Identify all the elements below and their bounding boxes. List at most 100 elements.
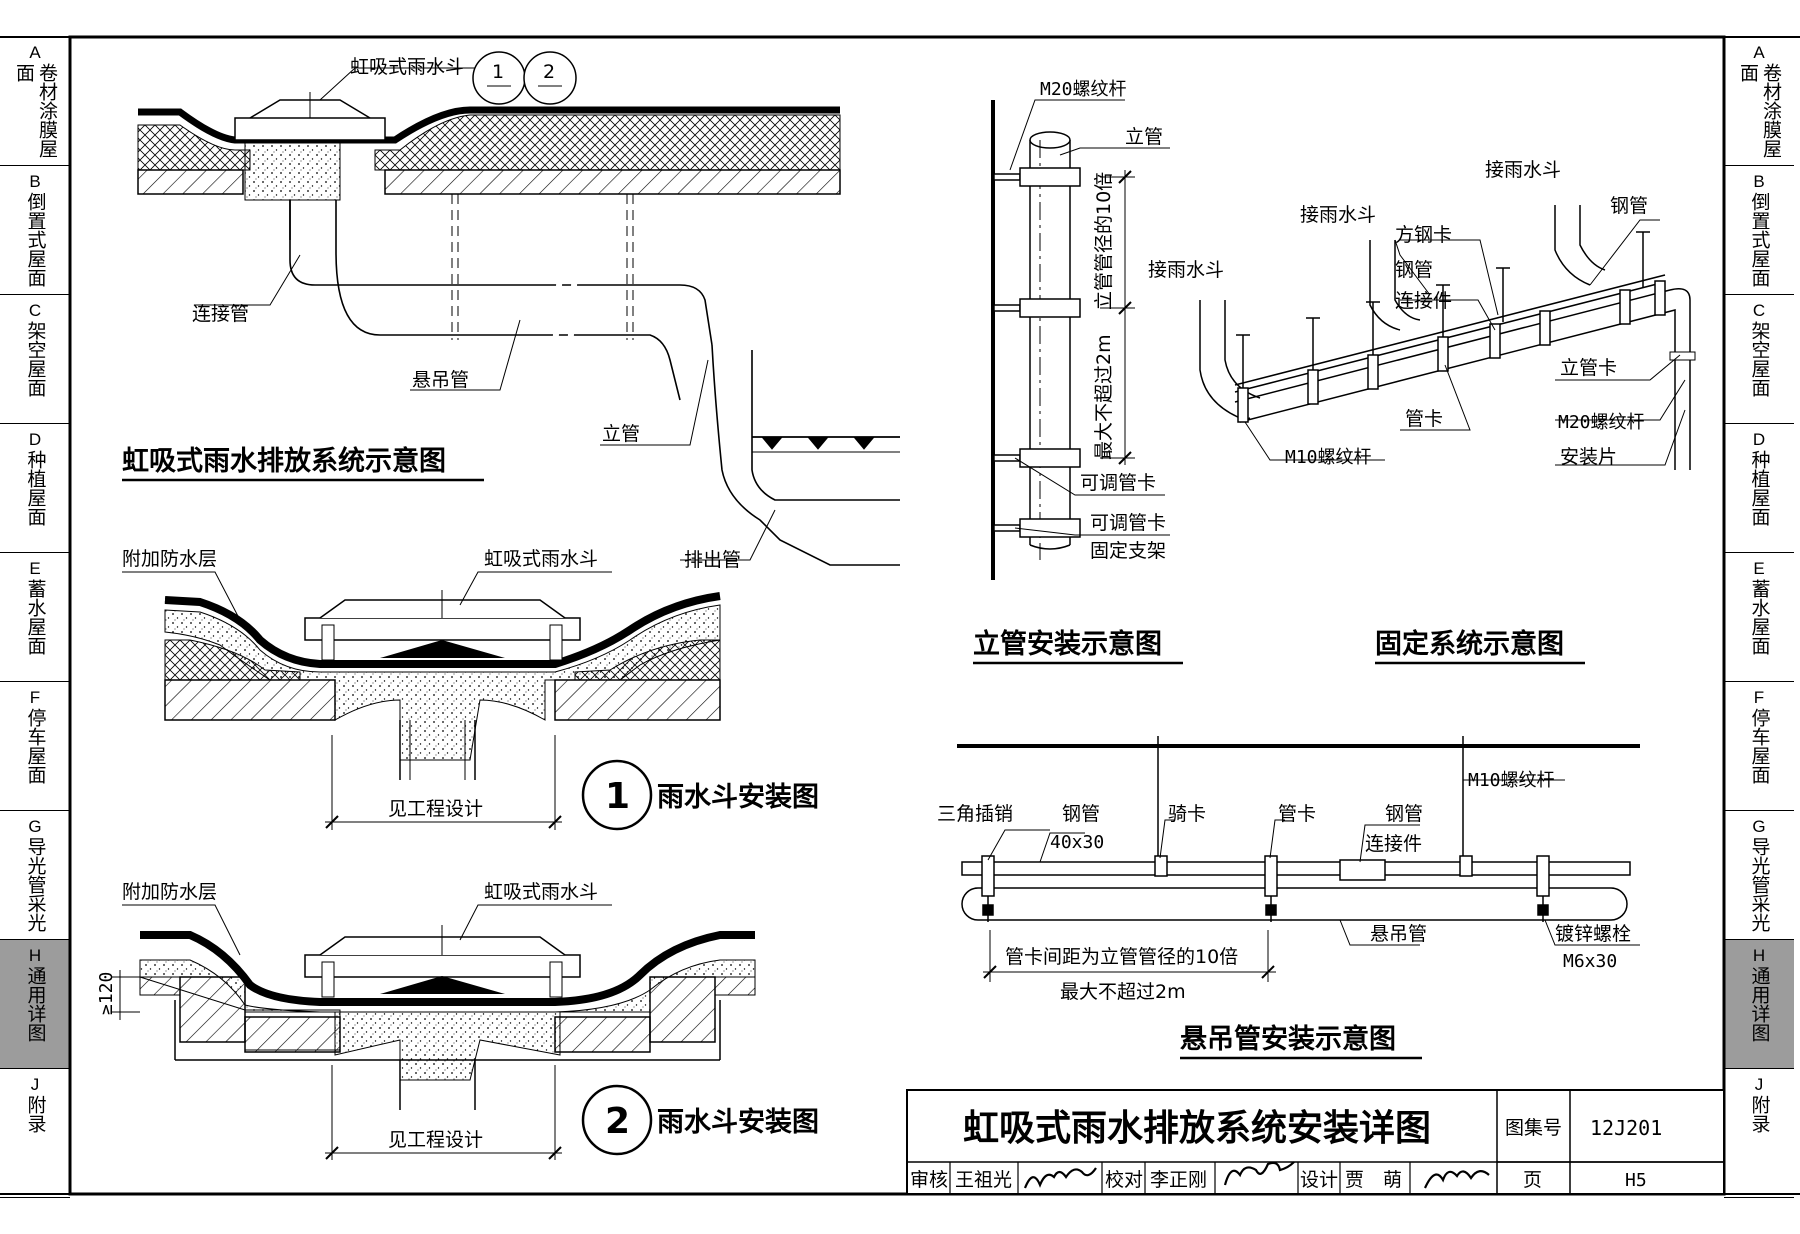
section-tab-label: 倒置式屋面 <box>1748 192 1771 287</box>
section-tab-code: C <box>1752 301 1766 320</box>
hanger-connector-label: 连接件 <box>1365 833 1422 855</box>
riser-diagram-title: 立管安装示意图 <box>973 628 1162 660</box>
atlas-number: 12J201 <box>1590 1116 1662 1140</box>
section-tab-code: D <box>28 430 42 449</box>
section-tab-code: J <box>30 1075 40 1094</box>
section-tab-code: E <box>29 559 41 578</box>
riser-rod-label: M20螺纹杆 <box>1040 79 1127 100</box>
checker-name: 李正刚 <box>1150 1169 1207 1191</box>
check-label: 校对 <box>1105 1169 1143 1191</box>
section-tab-code: B <box>29 172 41 191</box>
fixed-bracket-label: 固定支架 <box>1090 540 1166 562</box>
sheet-frame <box>68 35 1726 1196</box>
fix-drain-b-label: 接雨水斗 <box>1300 204 1376 226</box>
section-tab-code: G <box>28 817 42 836</box>
reviewer-name: 王祖光 <box>955 1169 1012 1191</box>
fix-connector-label: 连接件 <box>1395 290 1452 312</box>
hanger-spacing-lower: 最大不超过2m <box>1060 981 1186 1003</box>
section-tab-label: 导光管采光 <box>1748 837 1771 932</box>
ref-2: 2 <box>543 61 555 83</box>
fix-steel-pipe2-label: 钢管 <box>1610 195 1648 217</box>
fix-m10-rod-label: M10螺纹杆 <box>1285 447 1372 468</box>
bolt-size-label: M6x30 <box>1563 951 1617 972</box>
d1-siphon-drain-label: 虹吸式雨水斗 <box>484 548 598 570</box>
section-tab-code: H <box>28 946 42 965</box>
section-tab-code: F <box>1753 688 1765 707</box>
hanger-steel-pipe2-label: 钢管 <box>1385 803 1423 825</box>
system-diagram-title: 虹吸式雨水排放系统示意图 <box>122 445 446 477</box>
steel-pipe-size-label: 40x30 <box>1050 832 1104 853</box>
hanger-spacing-upper: 管卡间距为立管管径的10倍 <box>1005 946 1238 968</box>
review-label: 审核 <box>910 1169 948 1191</box>
d2-see-design-label: 见工程设计 <box>388 1129 483 1151</box>
hanger-diagram-title: 悬吊管安装示意图 <box>1180 1023 1396 1055</box>
section-tab-label: 停车屋面 <box>24 708 47 784</box>
title-block: 虹吸式雨水排放系统安装详图 图集号 12J201 审核 王祖光 校对 李正刚 设… <box>906 1089 1725 1195</box>
section-tab-label: 蓄水屋面 <box>24 579 47 655</box>
page-number: H5 <box>1625 1170 1647 1191</box>
hanger-steel-pipe-label: 钢管 <box>1062 803 1100 825</box>
d2-min-depth-label: ≥120 <box>96 972 117 1015</box>
section-tab-label: 种植屋面 <box>24 450 47 526</box>
riser-spacing-upper: 立管管径的10倍 <box>1093 172 1115 310</box>
section-tab-label: 架空屋面 <box>24 321 47 397</box>
designer-name: 贾 萌 <box>1345 1169 1402 1191</box>
ref-1: 1 <box>492 61 504 83</box>
reviewer-signature <box>1023 1167 1097 1189</box>
adjustable-clamp-label: 可调管卡 <box>1080 472 1156 494</box>
drawing-title: 虹吸式雨水排放系统安装详图 <box>963 1108 1431 1149</box>
section-tab-label: 倒置式屋面 <box>24 192 47 287</box>
section-tab-label: 导光管采光 <box>24 837 47 932</box>
drain-detail-1: 附加防水层 虹吸式雨水斗 见工程设计 1 雨水斗安装图 <box>122 548 819 831</box>
fixing-diagram-title: 固定系统示意图 <box>1375 628 1564 660</box>
riser-label: 立管 <box>602 423 640 445</box>
page-label: 页 <box>1523 1169 1542 1191</box>
riser-spacing-lower: 最大不超过2m <box>1093 334 1115 460</box>
mount-plate-label: 安装片 <box>1560 446 1617 468</box>
siphon-system-diagram: 虹吸式雨水斗 1 2 连接管 悬吊管 立管 排出管 虹吸式雨水排放系统示意图 <box>122 51 900 571</box>
designer-signature <box>1423 1170 1490 1189</box>
fix-pipe-clamp-label: 管卡 <box>1405 408 1443 430</box>
hanger-hanging-pipe-label: 悬吊管 <box>1370 923 1427 945</box>
riser-install-diagram: 立管管径的10倍 最大不超过2m M20螺纹杆 立管 可调管卡 可调管卡 固定支… <box>973 79 1183 665</box>
detail-2-caption: 雨水斗安装图 <box>657 1107 819 1138</box>
section-tab-label: 通用详图 <box>1748 966 1771 1042</box>
section-tab-code: D <box>1752 430 1766 449</box>
saddle-clamp-label: 骑卡 <box>1168 803 1206 825</box>
drain-detail-2: ≥120 附加防水层 虹吸式雨水斗 见工程设计 2 雨水斗安装图 <box>96 881 819 1160</box>
section-tab-code: A <box>29 43 41 62</box>
section-tab-label: 架空屋面 <box>1748 321 1771 397</box>
section-tab-code: A <box>1753 43 1765 62</box>
section-tab-code: B <box>1753 172 1765 191</box>
detail-1-number: 1 <box>605 776 630 817</box>
hanger-install-diagram: M10螺纹杆 三角插销 钢管 40x30 骑卡 管卡 钢管 连接件 悬吊管 镀锌… <box>937 736 1640 1060</box>
checker-signature <box>1223 1161 1295 1186</box>
atlas-label: 图集号 <box>1505 1117 1562 1139</box>
fix-drain-c-label: 接雨水斗 <box>1485 159 1561 181</box>
detail-1-caption: 雨水斗安装图 <box>657 782 819 813</box>
d1-extra-waterproof-label: 附加防水层 <box>122 548 217 570</box>
section-tab-code: F <box>29 688 41 707</box>
hanger-m10-rod-label: M10螺纹杆 <box>1468 770 1555 791</box>
